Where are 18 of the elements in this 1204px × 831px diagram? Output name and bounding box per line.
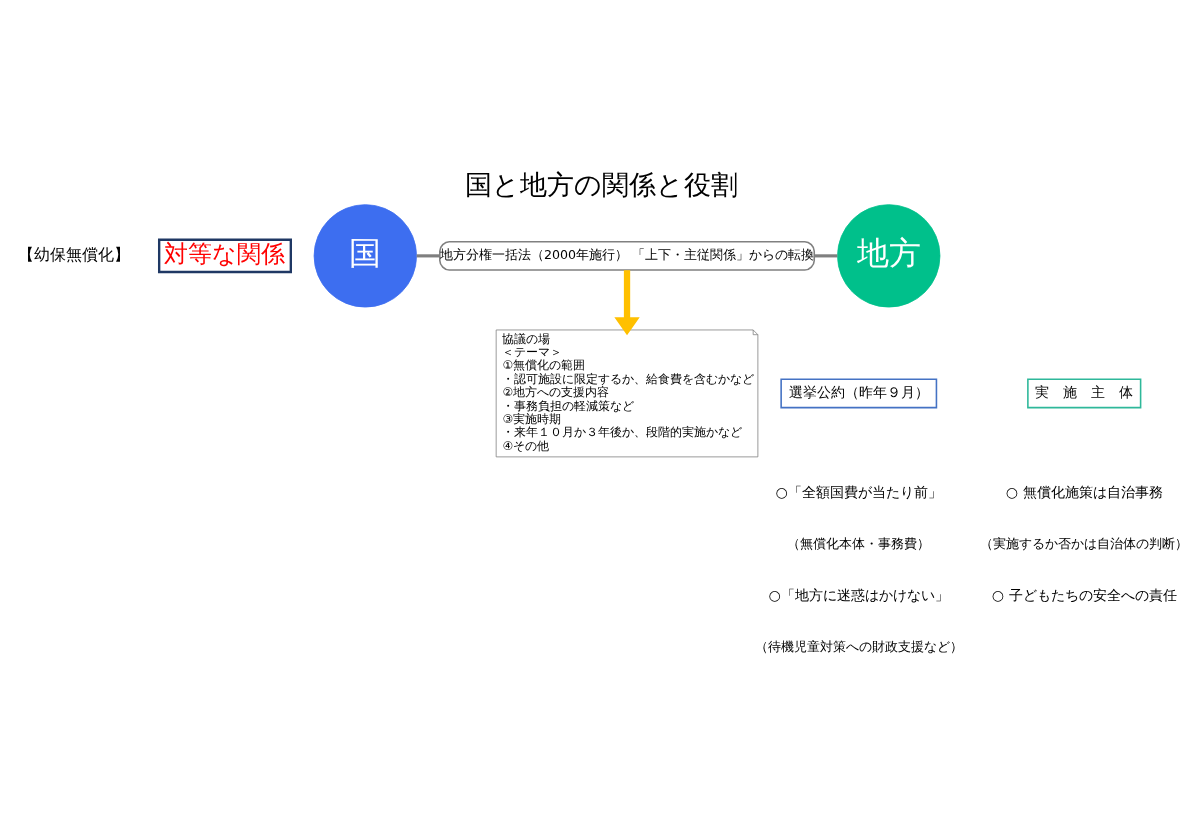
diagram-title: 国と地方の関係と役割 [465,168,739,200]
label: （待機児童対策への財政支援など） [754,638,963,654]
connector [814,254,838,258]
label: 【幼保無償化】 [18,244,131,264]
arrow [614,270,640,336]
label: ○「全額国費が当たり前」 [775,484,942,501]
label: （実施するか否かは自治体の判断） [980,536,1189,552]
node-circle: 地方 [837,204,941,308]
node-box: 実 施 主 体 [1027,378,1142,409]
label: ○ 無償化施策は自治事務 [1005,484,1163,501]
label: （無償化本体・事務費） [787,536,931,552]
node-box: 対等な関係 [158,238,292,274]
node-circle: 国 [313,204,417,308]
node-box: 選挙公約（昨年９月） [780,378,938,409]
connector [416,254,440,258]
node-box: 地方分権一括法（2000年施行） 「上下・主従関係」からの転換 [439,240,816,271]
label: ○「地方に迷惑はかけない」 [768,586,949,603]
label: ○ 子どもたちの安全への責任 [991,586,1177,603]
